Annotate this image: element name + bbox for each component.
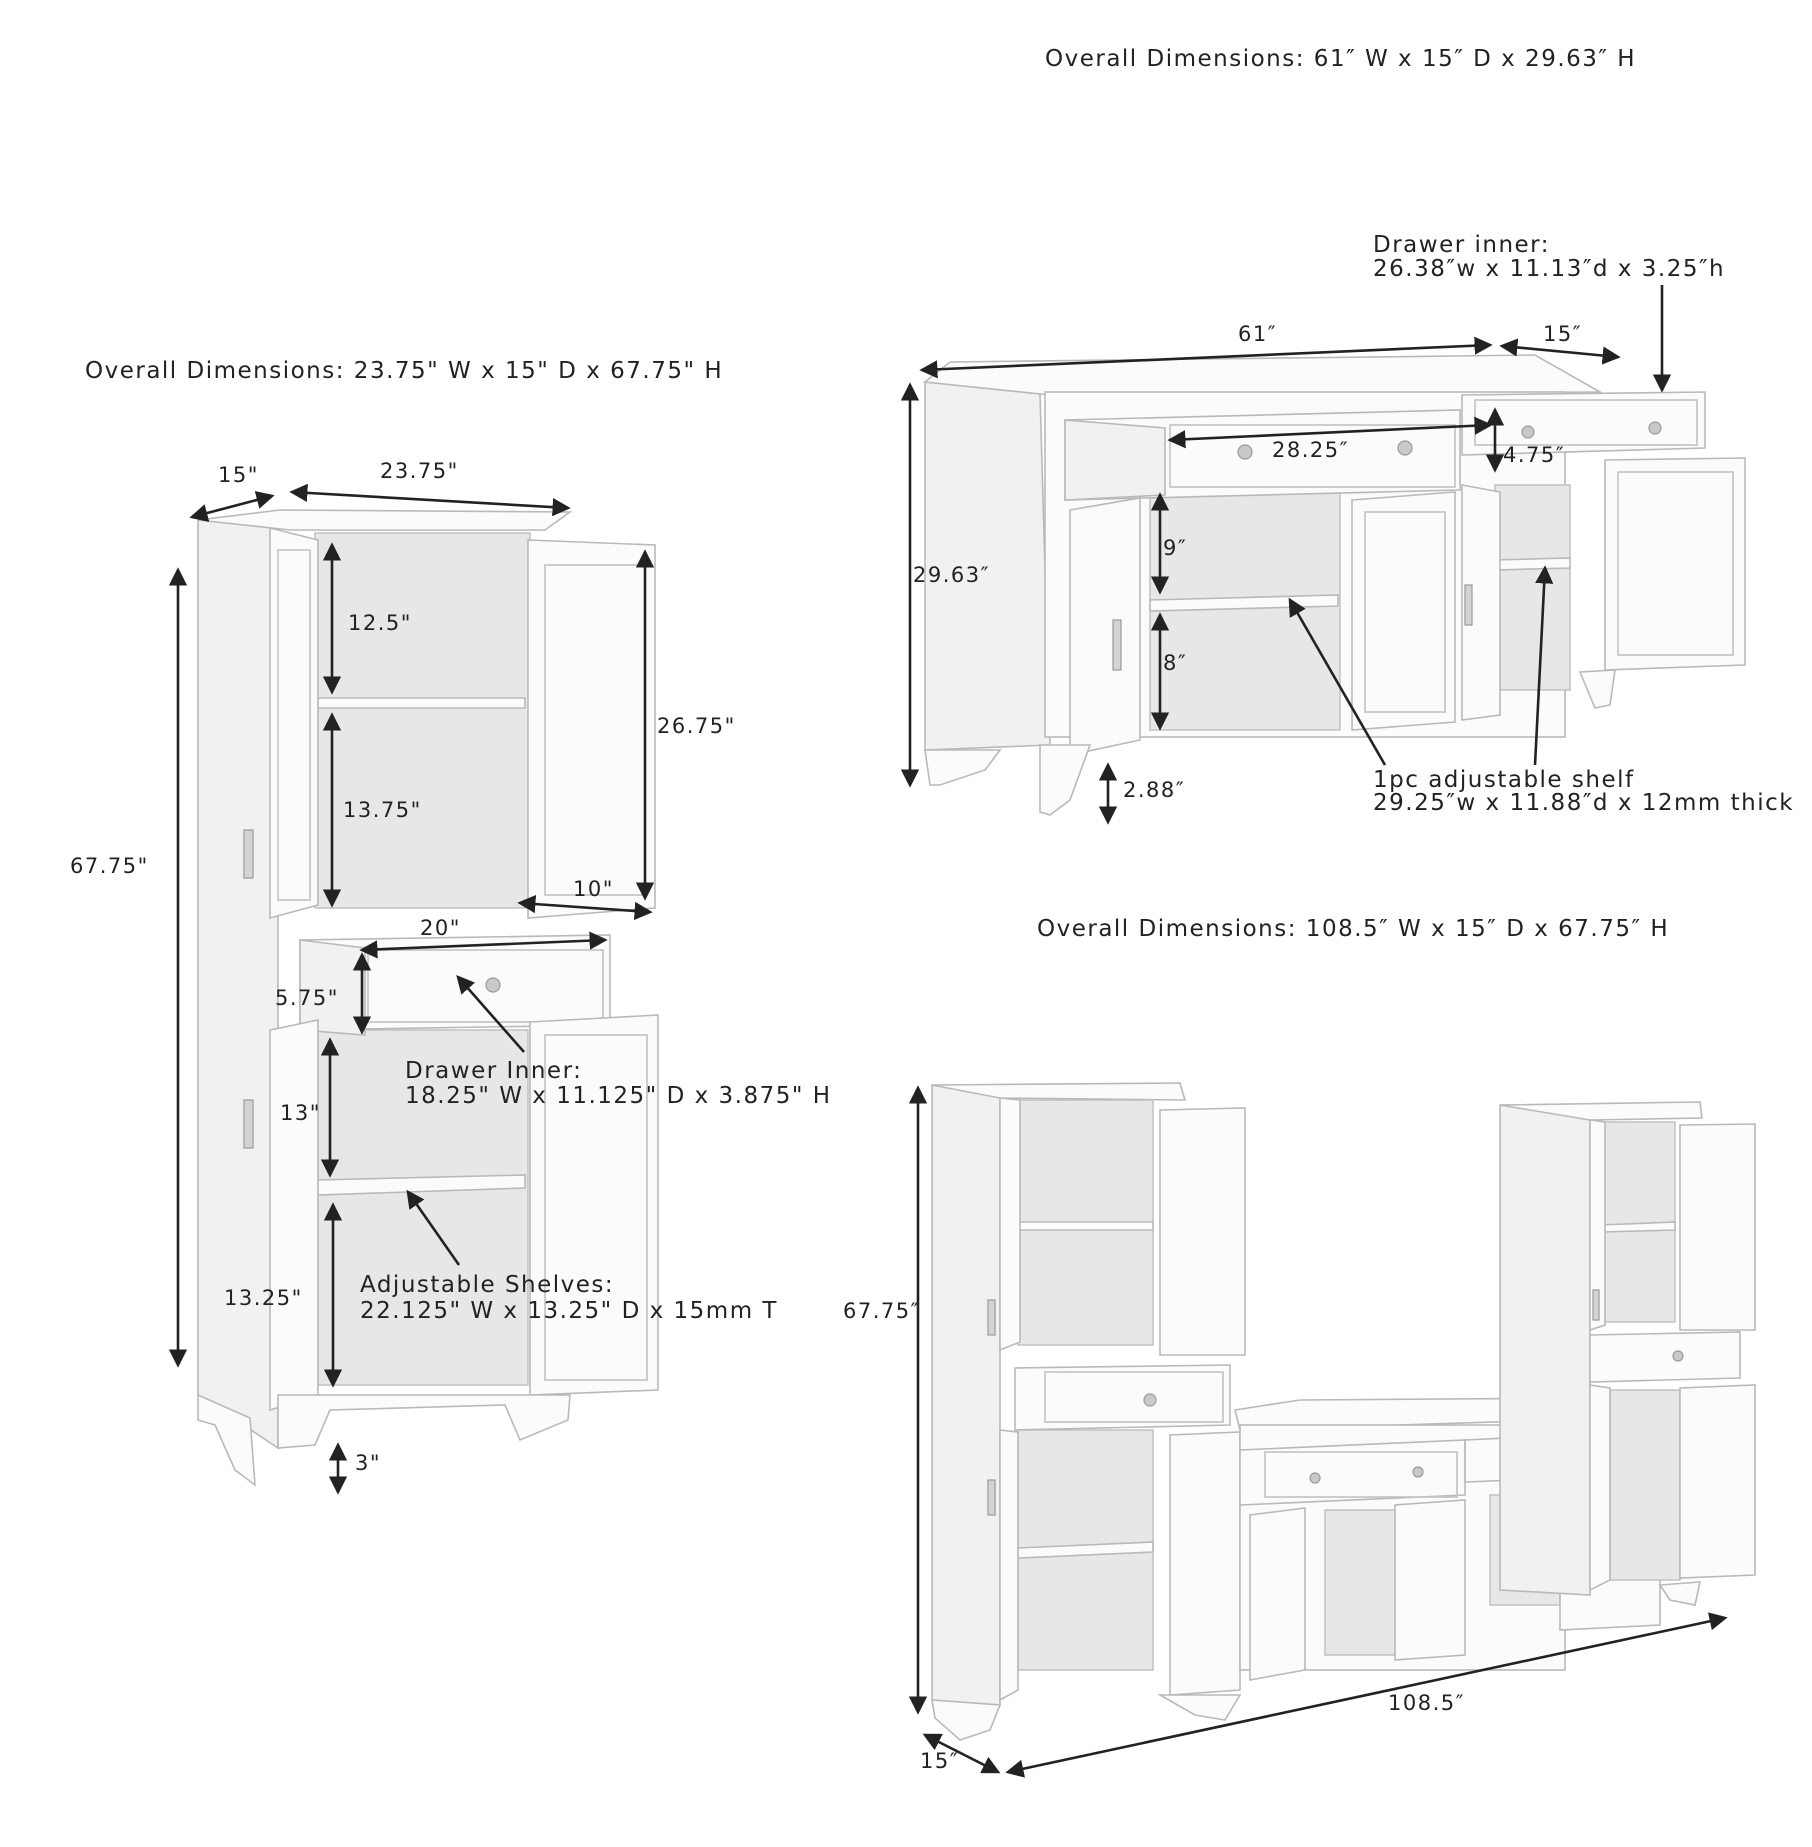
pantry-lower-shelf-gap2-label: 13.25" [224,1286,303,1310]
full-set-overall-dimensions: Overall Dimensions: 108.5″ W x 15″ D x 6… [1037,916,1669,942]
dimension-lines [168,285,1728,1778]
tv-stand-labels: Overall Dimensions: 61″ W x 15″ D x 29.6… [913,46,1794,816]
pantry-overall-dimensions: Overall Dimensions: 23.75" W x 15" D x 6… [85,358,723,384]
pantry-lower-shelf-gap-label: 13" [280,1101,321,1125]
pantry-upper-shelf-gap2-label: 13.75" [343,798,422,822]
full-set-labels: Overall Dimensions: 108.5″ W x 15″ D x 6… [843,916,1669,1773]
tv-stand-overall-dimensions: Overall Dimensions: 61″ W x 15″ D x 29.6… [1045,46,1636,72]
pantry-illustration [197,509,659,1487]
tv-stand-height-label: 29.63″ [913,563,990,587]
pantry-door-width-label: 10" [573,877,614,901]
entertainment-set-illustration [931,1082,1756,1741]
tv-stand-shelf-title: 1pc adjustable shelf [1373,767,1635,793]
tv-stand-foot-height-label: 2.88″ [1123,778,1185,802]
pantry-foot-height-label: 3" [355,1451,381,1475]
tv-stand-lower-gap-label: 8″ [1163,651,1187,675]
full-set-depth-label: 15″ [920,1749,959,1773]
tv-stand-drawer-inner-size: 26.38″w x 11.13″d x 3.25″h [1373,256,1725,282]
pantry-drawer-inner-size: 18.25" W x 11.125" D x 3.875" H [405,1083,832,1109]
full-set-width-label: 108.5″ [1388,1691,1465,1715]
tv-stand-illustration [922,354,1746,816]
tv-stand-shelf-size: 29.25″w x 11.88″d x 12mm thick [1373,790,1794,816]
pantry-drawer-inner-title: Drawer Inner: [405,1058,582,1084]
pantry-labels: Overall Dimensions: 23.75" W x 15" D x 6… [70,358,832,1475]
tv-stand-drawer-height-label: 4.75″ [1503,443,1565,467]
tv-stand-width-label: 61″ [1238,322,1277,346]
pantry-shelves-title: Adjustable Shelves: [360,1272,614,1298]
pantry-height-label: 67.75" [70,854,149,878]
tv-stand-depth-label: 15″ [1543,322,1582,346]
pantry-drawer-height-label: 5.75" [275,986,339,1010]
tv-stand-drawer-inner-title: Drawer inner: [1373,232,1550,258]
full-set-height-label: 67.75″ [843,1299,920,1323]
pantry-depth-label: 15" [218,463,259,487]
pantry-upper-shelf-gap-label: 12.5" [348,611,412,635]
tv-stand-drawer-width-label: 28.25″ [1272,438,1349,462]
pantry-drawer-width-label: 20" [420,916,461,940]
pantry-width-label: 23.75" [380,459,459,483]
pantry-shelves-size: 22.125" W x 13.25" D x 15mm T [360,1298,778,1324]
pantry-door-height-label: 26.75" [657,714,736,738]
tv-stand-upper-gap-label: 9″ [1163,536,1187,560]
